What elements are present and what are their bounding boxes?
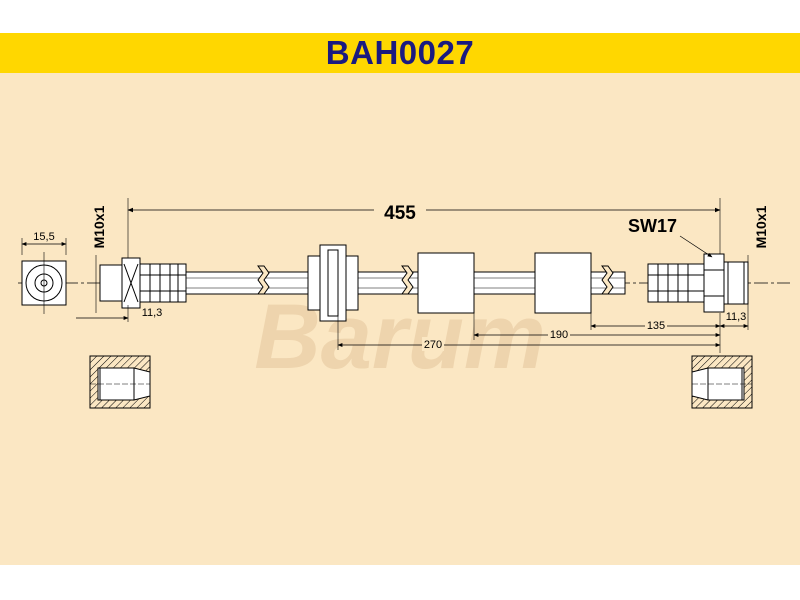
end-view [21, 238, 67, 314]
part-number-title: BAH0027 [325, 34, 475, 71]
dimension-135-label: 135 [647, 320, 665, 332]
overall-length-label: 455 [384, 203, 416, 224]
left-thread-label: M10x1 [91, 205, 107, 248]
left-port-section [89, 355, 151, 409]
end-diameter-label: 15,5 [33, 231, 54, 243]
protective-sleeve-1 [417, 252, 475, 314]
left-fitting [99, 257, 187, 309]
technical-drawing-area: Barum 15,5 [0, 73, 800, 565]
hose-drawing: Barum 15,5 [18, 198, 790, 409]
break-marks [257, 265, 614, 295]
watermark-logo: Barum [254, 286, 545, 388]
left-fitting-length-label: 11,3 [142, 307, 163, 319]
wrench-size-label: SW17 [628, 216, 677, 236]
dimension-190-label: 190 [550, 329, 568, 341]
dimension-270-label: 270 [424, 339, 442, 351]
right-thread-label: M10x1 [753, 205, 769, 248]
protective-sleeve-2 [534, 252, 592, 314]
right-fitting [647, 253, 749, 313]
right-fitting-length-label: 11,3 [726, 311, 747, 323]
title-bar: BAH0027 [0, 33, 800, 73]
right-port-section [691, 355, 753, 409]
hose-clip [307, 244, 359, 322]
